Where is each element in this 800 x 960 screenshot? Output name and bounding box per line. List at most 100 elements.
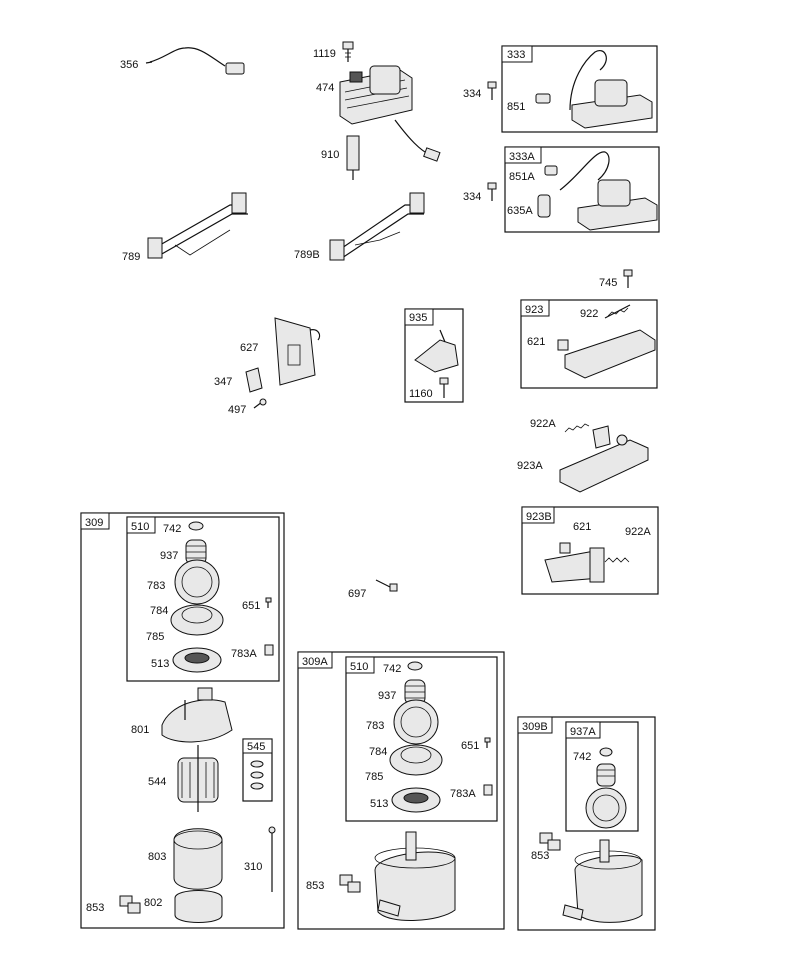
label-853-b: 853 — [306, 880, 324, 892]
label-651-b: 651 — [461, 740, 479, 752]
label-851: 851 — [507, 101, 525, 113]
label-745: 745 — [599, 277, 617, 289]
box-937a — [565, 721, 639, 832]
label-922: 922 — [580, 308, 598, 320]
part-333-armature — [535, 50, 653, 129]
label-853: 853 — [86, 902, 104, 914]
label-1160: 1160 — [409, 388, 433, 400]
label-785: 785 — [146, 631, 164, 643]
box-309b-label: 309B — [522, 721, 548, 733]
part-627-plate — [274, 317, 321, 386]
label-910: 910 — [321, 149, 339, 161]
box-510-b-label: 510 — [350, 661, 368, 673]
part-910-spacer — [346, 135, 360, 180]
part-923b-bracket — [544, 542, 630, 583]
box-309a-label: 309A — [302, 656, 328, 668]
label-802: 802 — [144, 897, 162, 909]
label-334-b: 334 — [463, 191, 481, 203]
box-309a — [297, 651, 505, 930]
label-937-b: 937 — [378, 690, 396, 702]
starter-drive-parts-309 — [170, 521, 274, 673]
part-789-harness — [147, 192, 248, 259]
label-474: 474 — [316, 82, 334, 94]
box-309-label: 309 — [85, 517, 103, 529]
label-513-b: 513 — [370, 798, 388, 810]
box-333-tag — [501, 45, 533, 63]
label-922a: 922A — [530, 418, 556, 430]
box-937a-tag — [565, 721, 601, 739]
label-334-a: 334 — [463, 88, 481, 100]
part-333a-armature — [537, 151, 658, 231]
label-310: 310 — [244, 861, 262, 873]
label-784: 784 — [150, 605, 168, 617]
part-923-control-bracket — [557, 304, 656, 379]
box-923-label: 923 — [525, 304, 543, 316]
part-474-armature-coil — [339, 65, 441, 162]
part-347-block — [245, 367, 263, 393]
box-510-b — [345, 656, 498, 822]
box-545-label: 545 — [247, 741, 265, 753]
label-621: 621 — [527, 336, 545, 348]
label-697: 697 — [348, 588, 366, 600]
box-923b-tag — [521, 506, 555, 524]
label-803: 803 — [148, 851, 166, 863]
box-510-label: 510 — [131, 521, 149, 533]
label-497: 497 — [228, 404, 246, 416]
part-745-screw — [623, 269, 633, 288]
part-789b-harness — [329, 192, 425, 261]
part-935-bracket — [414, 329, 459, 398]
drive-parts-937a — [585, 747, 627, 829]
box-333a-label: 333A — [509, 151, 535, 163]
label-783: 783 — [147, 580, 165, 592]
starter-drive-parts-309a — [389, 661, 493, 813]
box-309b-tag — [517, 716, 553, 734]
label-783-b: 783 — [366, 720, 384, 732]
label-789: 789 — [122, 251, 140, 263]
box-333a-tag — [504, 146, 542, 164]
box-935-tag — [404, 308, 434, 326]
label-347: 347 — [214, 376, 232, 388]
box-333a — [504, 146, 660, 233]
part-923a-governor-bracket — [559, 423, 649, 493]
box-923 — [520, 299, 658, 389]
starter-motor-309b — [539, 832, 643, 923]
box-309a-tag — [297, 651, 333, 669]
label-627: 627 — [240, 342, 258, 354]
label-923a: 923A — [517, 460, 543, 472]
starter-motor-parts-309 — [119, 687, 276, 923]
part-1119-screw — [342, 41, 354, 62]
box-309-tag — [80, 512, 110, 530]
label-1119: 1119 — [313, 48, 336, 60]
label-851a: 851A — [509, 171, 535, 183]
part-545-brushes — [250, 760, 264, 790]
label-784-b: 784 — [369, 746, 387, 758]
label-356: 356 — [120, 59, 138, 71]
box-545-tag — [242, 738, 273, 754]
label-651: 651 — [242, 600, 260, 612]
box-333 — [501, 45, 658, 133]
label-742: 742 — [163, 523, 181, 535]
label-785-b: 785 — [365, 771, 383, 783]
box-510-b-tag — [345, 656, 375, 674]
starter-motor-309a — [339, 831, 456, 921]
box-510 — [126, 516, 280, 682]
box-923b — [521, 506, 659, 595]
box-935-label: 935 — [409, 312, 427, 324]
box-937a-label: 937A — [570, 726, 596, 738]
box-309 — [80, 512, 285, 929]
label-783a-b: 783A — [450, 788, 476, 800]
label-783a: 783A — [231, 648, 257, 660]
part-334-screw-a — [487, 81, 497, 100]
label-621-b: 621 — [573, 521, 591, 533]
box-309b — [517, 716, 656, 931]
label-742-c: 742 — [573, 751, 591, 763]
part-497-screw — [253, 398, 267, 409]
box-935 — [404, 308, 464, 403]
label-937: 937 — [160, 550, 178, 562]
box-923b-label: 923B — [526, 511, 552, 523]
part-697-screw — [375, 579, 398, 592]
box-923-tag — [520, 299, 550, 317]
label-853-c: 853 — [531, 850, 549, 862]
